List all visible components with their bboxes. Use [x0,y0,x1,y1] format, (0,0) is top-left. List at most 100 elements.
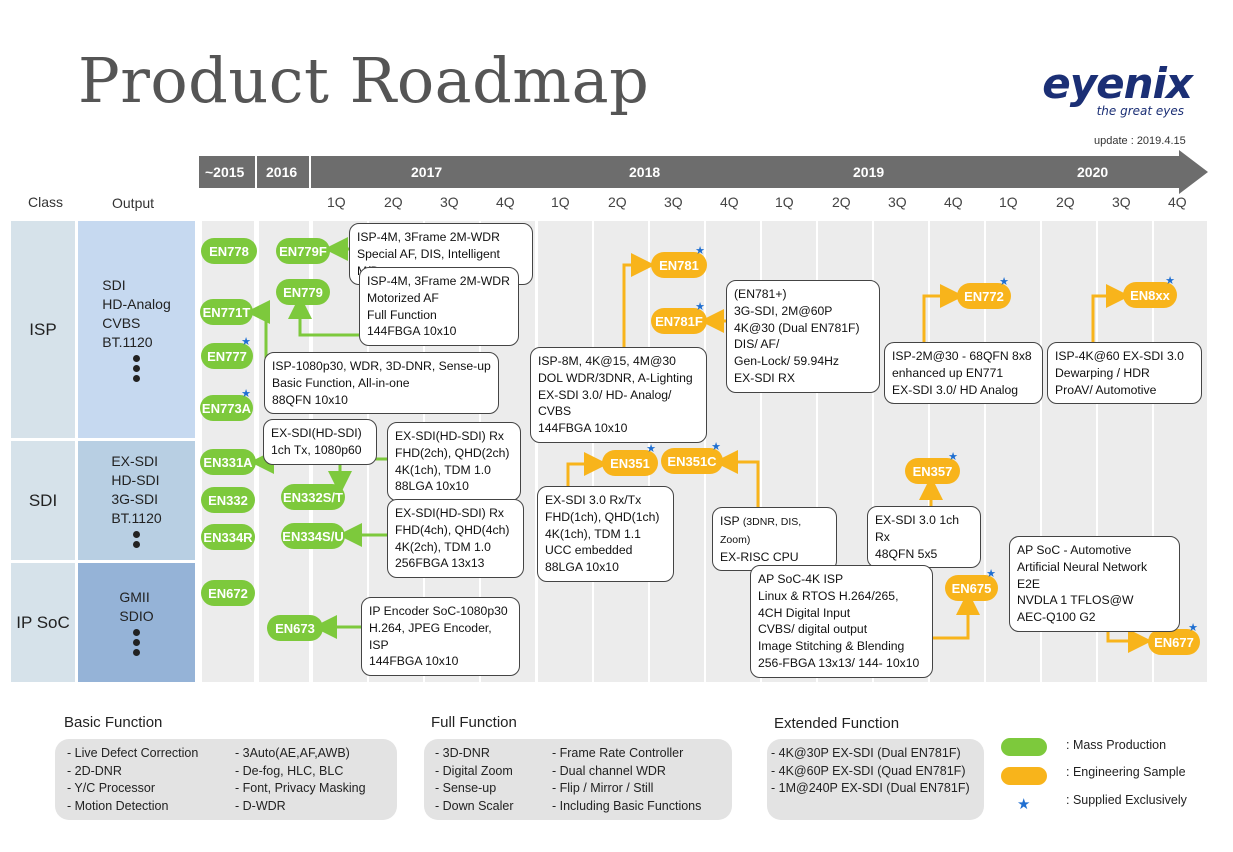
year-label: 2019 [853,164,885,180]
quarter-label: 4Q [720,194,739,210]
mass-production-swatch [1001,738,1047,756]
quarter-label: 2Q [1056,194,1075,210]
quarter-label: 1Q [327,194,346,210]
exclusive-star-icon: ★ [999,276,1009,288]
spec-note-en673: IP Encoder SoC-1080p30 H.264, JPEG Encod… [361,597,520,677]
full-function-title: Full Function [431,714,517,731]
row-class-sdi: SDI [11,441,75,560]
exclusive-star-icon: ★ [1188,622,1198,634]
spec-note-en357: EX-SDI 3.0 1ch Rx 48QFN 5x5 [867,506,981,569]
product-en357: EN357★ [905,452,960,484]
extended-function-title: Extended Function [774,715,900,732]
product-en777: EN777★ [201,337,253,369]
product-en773a: EN773A★ [200,389,253,421]
full-function-list: - 3D-DNR - Digital Zoom - Sense-up - Dow… [424,739,732,820]
quarter-label: 4Q [496,194,515,210]
year-label: 2017 [411,164,443,180]
row-class-isp: ISP [11,221,75,438]
spec-note-en677: AP SoC - Automotive Artificial Neural Ne… [1009,536,1180,632]
row-output-ipsoc: GMII SDIO [78,563,195,682]
spec-note-en675: AP SoC-4K ISP Linux & RTOS H.264/265, 4C… [750,565,933,678]
product-en332st: EN332S/T [281,484,345,510]
mass-production-label: : Mass Production [1066,738,1167,752]
spec-note-en781f: (EN781+) 3G-SDI, 2M@60P 4K@30 (Dual EN78… [726,280,880,393]
product-en778: EN778 [201,238,257,264]
logo-tagline: the great eyes [1096,104,1184,118]
product-en332: EN332 [201,487,255,513]
spec-note-en8xx: ISP-4K@60 EX-SDI 3.0 Dewarping / HDR Pro… [1047,342,1202,405]
quarter-label: 2Q [608,194,627,210]
update-date: update : 2019.4.15 [1094,135,1186,147]
basic-function-list: - Live Defect Correction - 2D-DNR - Y/C … [55,739,397,820]
product-en675: EN675★ [945,569,998,601]
quarter-label: 1Q [551,194,570,210]
product-en781f: EN781F★ [651,302,707,334]
exclusive-star-icon: ★ [986,568,996,580]
quarter-label: 3Q [440,194,459,210]
quarter-label: 2Q [384,194,403,210]
product-en331a: EN331A [200,449,256,475]
spec-note-en332st: EX-SDI(HD-SDI) Rx FHD(2ch), QHD(2ch) 4K(… [387,422,521,502]
product-en781: EN781★ [651,246,707,278]
product-en771t: EN771T [200,299,253,325]
product-en351c: EN351C★ [661,442,723,474]
spec-note-en779: ISP-4M, 3Frame 2M-WDR Motorized AF Full … [359,267,519,347]
row-output-sdi: EX-SDI HD-SDI 3G-SDI BT.1120 [78,441,195,560]
product-en772: EN772★ [957,277,1011,309]
spec-note-en351: EX-SDI 3.0 Rx/Tx FHD(1ch), QHD(1ch) 4K(1… [537,486,674,582]
quarter-label: 1Q [999,194,1018,210]
exclusive-star-icon: ★ [711,441,721,453]
spec-note-en772: ISP-2M@30 - 68QFN 8x8 enhanced up EN771 … [884,342,1043,405]
extended-function-list: - 4K@30P EX-SDI (Dual EN781F) - 4K@60P E… [767,739,984,820]
year-label: 2016 [266,164,298,180]
product-en334su: EN334S/U [281,523,345,549]
exclusive-star-icon: ★ [695,301,705,313]
product-en334r: EN334R [201,524,255,550]
basic-function-title: Basic Function [64,714,163,731]
spec-note-en781: ISP-8M, 4K@15, 4M@30 DOL WDR/3DNR, A-Lig… [530,347,707,443]
product-en673: EN673 [267,615,323,641]
output-list: EX-SDI HD-SDI 3G-SDI BT.1120 [111,452,162,526]
quarter-label: 4Q [944,194,963,210]
quarter-label: 2Q [832,194,851,210]
year-label: ~2015 [205,164,245,180]
product-en8xx: EN8xx★ [1123,276,1177,308]
logo-wordmark: eyenix [1042,59,1193,108]
quarter-label: 3Q [664,194,683,210]
product-en779f: EN779F [276,238,330,264]
spec-note-en334su: EX-SDI(HD-SDI) Rx FHD(4ch), QHD(4ch) 4K(… [387,499,524,579]
spec-note-en331a: EX-SDI(HD-SDI) 1ch Tx, 1080p60 [263,419,377,465]
year-label: 2018 [629,164,661,180]
row-output-isp: SDI HD-Analog CVBS BT.1120 [78,221,195,438]
spec-note-en771t: ISP-1080p30, WDR, 3D-DNR, Sense-up Basic… [264,352,499,415]
exclusive-star-icon: ★ [241,388,251,400]
engineering-sample-label: : Engineering Sample [1066,765,1186,779]
more-dots-icon [133,628,140,658]
company-logo: eyenix the great eyes [1012,59,1193,119]
quarter-label: 3Q [1112,194,1131,210]
engineering-sample-swatch [1001,767,1047,785]
quarter-label: 1Q [775,194,794,210]
year-label: 2020 [1077,164,1109,180]
quarter-label: 3Q [888,194,907,210]
more-dots-icon [133,530,140,550]
more-dots-icon [133,354,140,384]
exclusive-star-icon: ★ [1017,796,1031,813]
exclusive-star-icon: ★ [1165,275,1175,287]
output-list: SDI HD-Analog CVBS BT.1120 [102,276,171,350]
exclusive-star-icon: ★ [948,451,958,463]
product-en779: EN779 [276,279,330,305]
output-list: GMII SDIO [119,588,154,624]
exclusive-star-icon: ★ [241,336,251,348]
exclusive-star-icon: ★ [646,443,656,455]
exclusive-label: : Supplied Exclusively [1066,793,1187,807]
page-title: Product Roadmap [78,44,650,117]
output-header: Output [112,195,155,211]
exclusive-star-icon: ★ [695,245,705,257]
product-en672: EN672 [201,580,255,606]
quarter-label: 4Q [1168,194,1187,210]
product-en677: EN677★ [1148,623,1200,655]
spec-note-en351c: ISP (3DNR, DIS, Zoom)EX-RISC CPU [712,507,837,572]
row-class-ipsoc: IP SoC [11,563,75,682]
